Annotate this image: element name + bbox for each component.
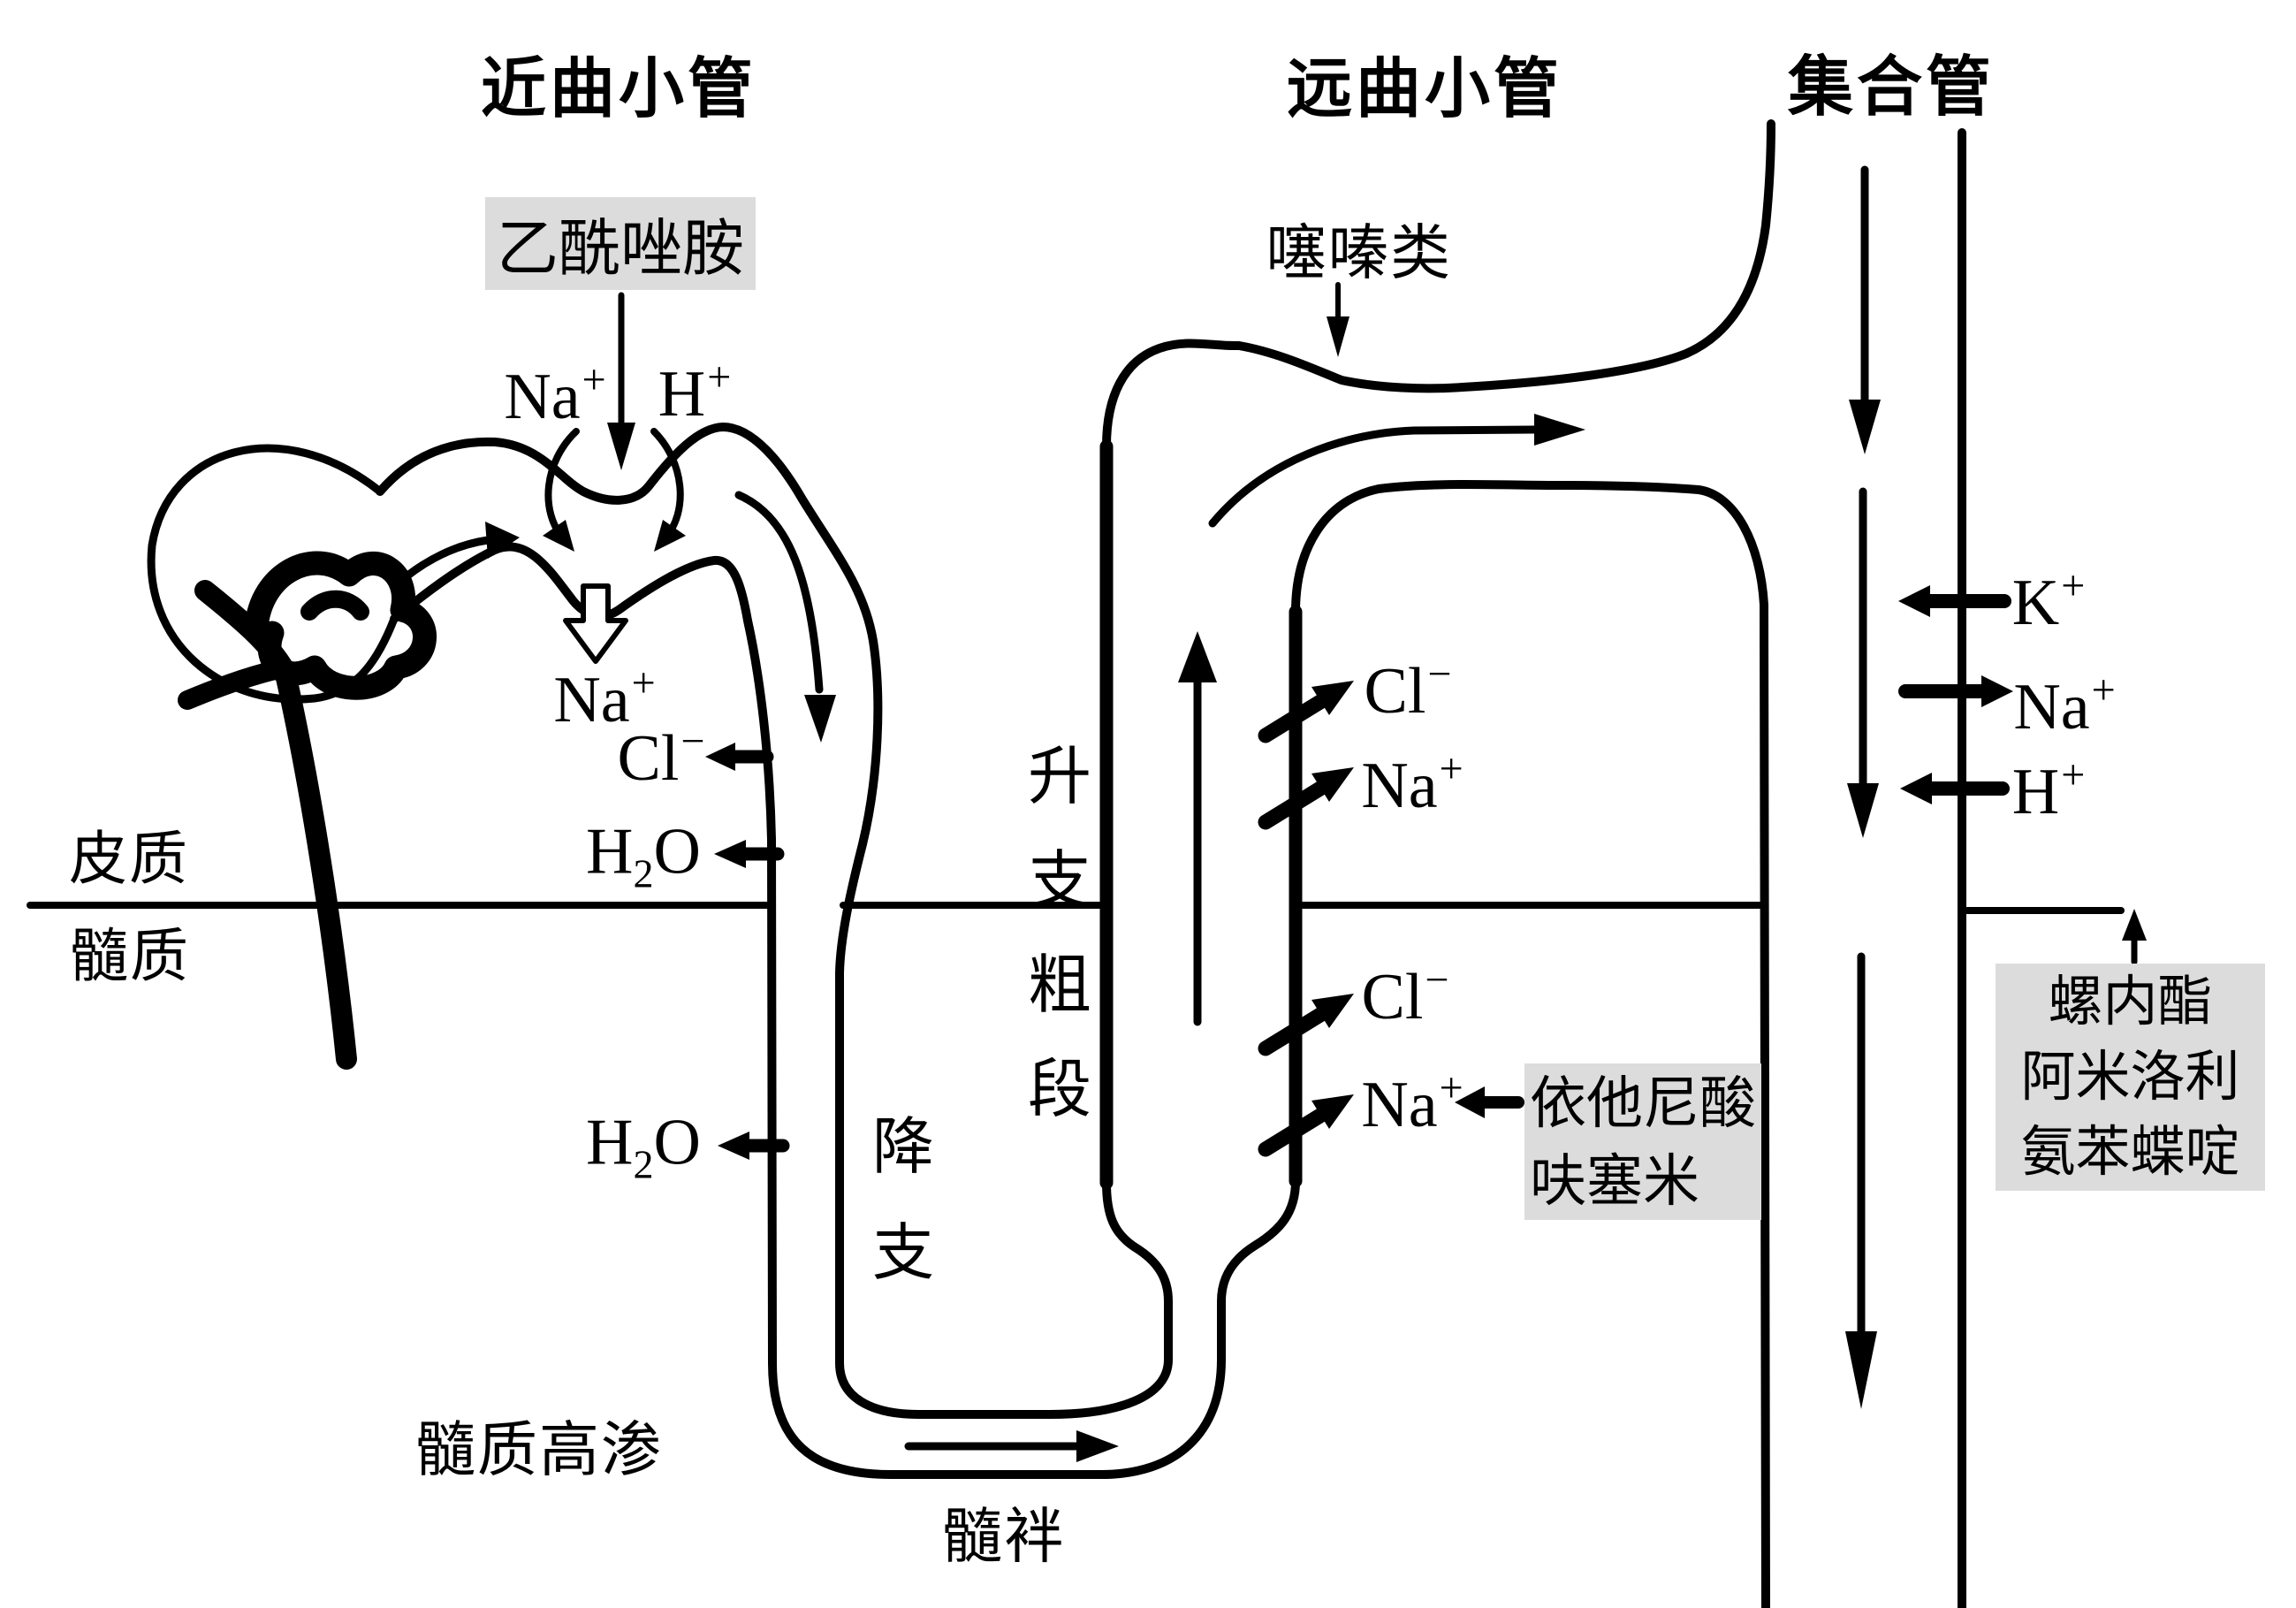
acetazolamide-arrowhead	[607, 423, 635, 470]
collecting-duct-flow-arrowhead-2	[1847, 783, 1879, 838]
loop-diuretics-line2: 呋塞米	[1530, 1148, 1699, 1213]
na-label-proximal-apical: Na+	[504, 356, 606, 433]
cortex-label: 皮质	[69, 826, 189, 891]
descending-flow-arrowhead	[804, 695, 836, 743]
potassium-sparing-box: 螺内酯 阿米洛利 氨苯蝶啶	[1996, 964, 2265, 1191]
potassium-sparing-line1: 螺内酯	[2048, 972, 2213, 1033]
distal-flow-arrowhead	[1534, 414, 1585, 446]
h-arrowhead-duct	[1900, 773, 1932, 804]
na-arrowhead-asc-upper	[1311, 767, 1354, 802]
title-distal-tubule: 远曲小管	[1287, 51, 1562, 126]
thiazide-arrowhead	[1327, 316, 1349, 357]
glomerulus-tangle-inner	[300, 590, 369, 621]
efferent-arteriole	[178, 659, 288, 710]
descending-flow-arrow	[734, 491, 824, 694]
proximal-flow-arrowhead	[485, 522, 520, 559]
loop-of-henle-group	[768, 439, 1303, 1479]
na-arrow-asc-upper	[1258, 779, 1331, 830]
h2o-arrowhead-cortex	[714, 840, 746, 868]
collecting-duct-flow-arrowhead-1	[1849, 400, 1881, 454]
na-reabsorption-hollow-arrow	[563, 583, 628, 664]
cl-label-proximal: Cl−	[617, 718, 705, 795]
distal-collecting-group	[1102, 119, 1966, 1608]
potassium-sparing-line2: 阿米洛利	[2020, 1047, 2240, 1108]
ascending-flow-arrowhead	[1178, 631, 1217, 682]
na-label-duct: Na+	[2013, 667, 2116, 743]
cl-label-asc-lower: Cl−	[1361, 956, 1449, 1033]
h2o-arrowhead-medulla	[718, 1132, 749, 1160]
cl-arrow-asc-lower	[1258, 1005, 1331, 1056]
loop-diuretics-box: 依他尼酸 呋塞米	[1524, 1063, 1761, 1220]
cl-arrowhead-asc-upper	[1311, 681, 1354, 715]
medulla-label: 髓质	[70, 923, 190, 988]
proximal-transporters	[543, 428, 686, 664]
loop-of-henle-label: 髓袢	[941, 1503, 1067, 1571]
na-arrowhead-duct	[1981, 675, 2013, 707]
drug-arrows	[607, 282, 2147, 1118]
na-h-exchange-crescent-left-head	[543, 520, 574, 552]
na-h-exchange-crescent-right-head	[654, 520, 686, 552]
descending-limb-label: 降支	[872, 1112, 934, 1287]
na-arrow-asc-lower	[1258, 1106, 1331, 1157]
afferent-arteriole	[194, 580, 357, 1070]
glomerulus-group	[147, 444, 437, 1070]
acetazolamide-box: 乙酰唑胺	[485, 197, 756, 290]
na-arrowhead-asc-lower	[1311, 1094, 1354, 1129]
loop-outer-wall	[768, 1177, 1300, 1479]
medullary-hypertonicity-label: 髓质高渗	[414, 1416, 664, 1484]
distal-tubule-lower-wall	[1291, 480, 1770, 1608]
cl-label-asc-upper: Cl−	[1364, 651, 1452, 728]
cl-arrowhead-proximal	[705, 743, 735, 771]
h2o-label-medulla: H2O	[586, 1106, 701, 1187]
na-label-asc-upper: Na+	[1361, 745, 1464, 822]
potassium-sparing-arrowhead	[2122, 909, 2147, 941]
proximal-flow-arrow	[392, 536, 492, 590]
k-label-duct: K+	[2011, 562, 2086, 639]
loop-diuretic-arrowhead	[1455, 1086, 1485, 1118]
cl-arrowhead-asc-lower	[1311, 994, 1354, 1028]
acetazolamide-label: 乙酰唑胺	[497, 214, 744, 283]
cortex-medulla-line	[27, 902, 2125, 914]
h-label-duct: H+	[2011, 751, 2086, 828]
proximal-tubule-upper-wall	[376, 423, 883, 1368]
title-proximal-tubule: 近曲小管	[481, 51, 756, 126]
loop-inner-wall	[835, 1178, 1173, 1419]
na-label-asc-lower: Na+	[1361, 1064, 1464, 1141]
glomerulus-tangle	[244, 551, 437, 700]
loop-diuretics-line1: 依他尼酸	[1530, 1071, 1756, 1135]
collecting-duct-transport-arrows	[1898, 585, 2013, 804]
na-label-proximal-basolateral: Na+	[553, 659, 656, 736]
h2o-label-cortex: H2O	[586, 815, 701, 896]
cl-arrow-asc-upper	[1258, 692, 1331, 743]
proximal-transport-arrows	[705, 743, 790, 1160]
title-collecting-duct: 集合管	[1788, 50, 1995, 124]
distal-tubule-upper-wall	[1102, 119, 1775, 451]
loop-bottom-flow-arrowhead	[1076, 1430, 1119, 1462]
potassium-sparing-line3: 氨苯蝶啶	[2020, 1122, 2240, 1183]
h-label-proximal-apical: H+	[658, 354, 732, 431]
k-arrowhead	[1898, 585, 1930, 617]
flow-arrows	[392, 165, 1881, 1462]
thick-ascending-limb-label: 升支粗段	[1028, 742, 1092, 1125]
distal-flow-arrow	[1208, 425, 1539, 528]
collecting-duct-flow-arrowhead-3	[1845, 1331, 1877, 1409]
thiazides-label: 噻嗪类	[1266, 219, 1453, 287]
ascending-limb-transport-arrows	[1258, 681, 1354, 1157]
